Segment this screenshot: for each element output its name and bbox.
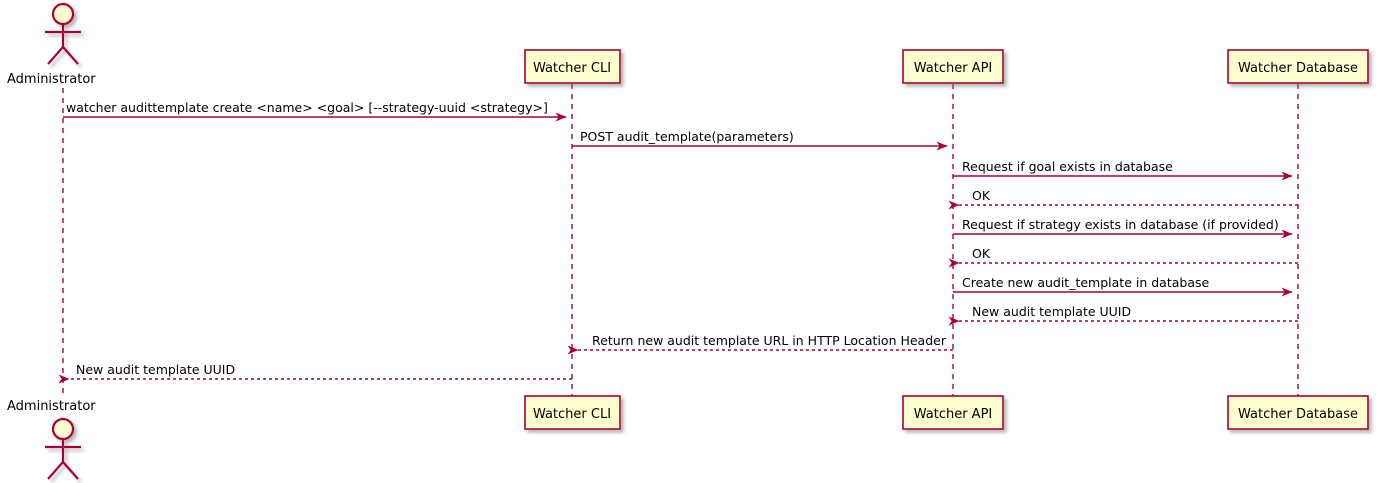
message-label-4: Request if strategy exists in database (… (962, 217, 1279, 232)
message-2[interactable]: Request if goal exists in database (953, 159, 1293, 181)
participant-box-watcher-api-top[interactable] (902, 49, 1004, 84)
message-0[interactable]: watcher audittemplate create <name> <goa… (63, 100, 567, 122)
message-label-0: watcher audittemplate create <name> <goa… (66, 100, 548, 115)
message-7[interactable]: New audit template UUID (948, 304, 1298, 326)
message-5[interactable]: OK (948, 246, 1298, 268)
actor-label-administrator-bottom: Administrator (7, 399, 96, 414)
lifelines (62, 84, 1299, 396)
participant-label-watcher-cli-top: Watcher CLI (533, 61, 611, 76)
actor-label-administrator-top: Administrator (7, 72, 96, 87)
message-9[interactable]: New audit template UUID (58, 362, 572, 384)
participant-watcher-api-bottom[interactable]: Watcher API (902, 395, 1004, 430)
participant-watcher-database-bottom[interactable]: Watcher Database (1227, 395, 1369, 430)
participant-box-watcher-cli-top[interactable] (524, 49, 621, 84)
actor-figure-top (45, 2, 81, 65)
message-label-7: New audit template UUID (972, 304, 1131, 319)
participant-watcher-cli-top[interactable]: Watcher CLI (524, 49, 621, 84)
participant-label-watcher-api-bottom: Watcher API (914, 407, 993, 422)
message-4[interactable]: Request if strategy exists in database (… (953, 217, 1293, 239)
participant-box-watcher-api-bottom[interactable] (902, 395, 1004, 430)
participant-box-watcher-database-top[interactable] (1227, 49, 1369, 84)
actor-figure-bottom (45, 417, 81, 480)
actor-administrator-bottom[interactable]: Administrator (7, 399, 96, 480)
message-1[interactable]: POST audit_template(parameters) (572, 129, 948, 151)
message-label-9: New audit template UUID (76, 362, 235, 377)
participant-watcher-database-top[interactable]: Watcher Database (1227, 49, 1369, 84)
participant-label-watcher-database-bottom: Watcher Database (1238, 407, 1358, 422)
actor-administrator-top[interactable]: Administrator (7, 2, 96, 87)
participant-box-watcher-database-bottom[interactable] (1227, 395, 1369, 430)
message-label-8: Return new audit template URL in HTTP Lo… (592, 333, 947, 348)
message-label-6: Create new audit_template in database (962, 275, 1209, 290)
message-6[interactable]: Create new audit_template in database (953, 275, 1293, 297)
participant-watcher-api-top[interactable]: Watcher API (902, 49, 1004, 84)
participant-label-watcher-api-top: Watcher API (914, 61, 993, 76)
message-label-3: OK (972, 188, 991, 203)
message-label-1: POST audit_template(parameters) (580, 129, 794, 144)
participant-watcher-cli-bottom[interactable]: Watcher CLI (524, 395, 621, 430)
message-8[interactable]: Return new audit template URL in HTTP Lo… (567, 333, 953, 355)
participant-box-watcher-cli-bottom[interactable] (524, 395, 621, 430)
participant-label-watcher-database-top: Watcher Database (1238, 61, 1358, 76)
message-label-2: Request if goal exists in database (962, 159, 1173, 174)
participant-label-watcher-cli-bottom: Watcher CLI (533, 407, 611, 422)
message-label-5: OK (972, 246, 991, 261)
message-3[interactable]: OK (948, 188, 1298, 210)
